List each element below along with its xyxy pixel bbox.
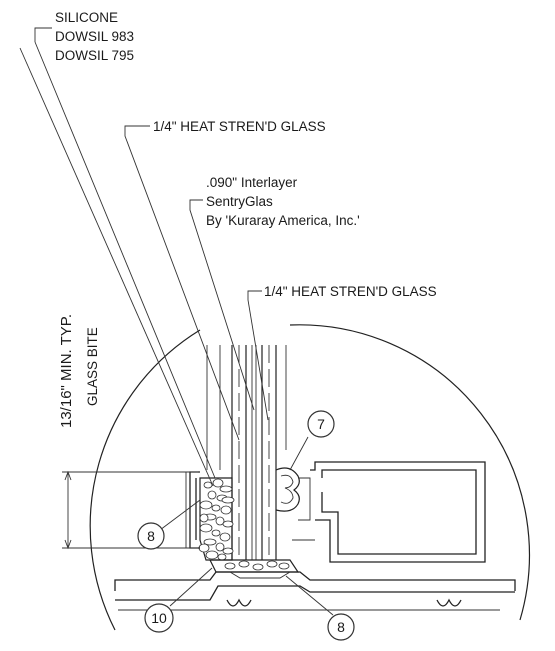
setting-block-pebble (278, 562, 290, 570)
aluminum-frame-right (292, 461, 486, 563)
svg-text:10: 10 (151, 610, 167, 626)
silicone-product-795: DOWSIL 795 (55, 48, 134, 63)
silicone-pebble (211, 504, 221, 512)
aluminum-frame-left (185, 471, 200, 549)
silicone-pebble (222, 547, 234, 555)
silicone-pebble (215, 542, 225, 552)
setting-block-pebble (224, 562, 236, 570)
setting-block-pebble (252, 563, 264, 571)
silicone-pebble (199, 500, 213, 510)
svg-text:8: 8 (337, 619, 345, 635)
silicone-pebble (222, 520, 234, 528)
silicone-product-983: DOWSIL 983 (55, 29, 134, 44)
silicone-pebble (211, 529, 221, 537)
silicone-pebble (203, 538, 217, 546)
tag-10: 10 (144, 603, 174, 633)
interlayer-product: SentryGlas (206, 194, 273, 209)
inner-glass-label: 1/4" HEAT STREN'D GLASS (264, 284, 437, 299)
sill-extrusion (114, 559, 516, 611)
silicone-pebble (199, 523, 213, 533)
laminated-glass-unit (206, 345, 287, 560)
setting-block-pebble (238, 560, 250, 568)
silicone-pebble (220, 505, 232, 515)
detail-boundary-arc-right (289, 324, 531, 621)
tag-8-left: 8 (137, 522, 165, 550)
svg-text:7: 7 (317, 416, 325, 432)
tag-8-bottom: 8 (327, 613, 355, 641)
silicone-pebble (205, 550, 219, 560)
callout-interlayer: .090" Interlayer SentryGlas By 'Kuraray … (206, 175, 360, 228)
silicone-pebble (203, 481, 213, 489)
silicone-pebble (219, 485, 233, 493)
silicone-pebble (212, 478, 224, 488)
silicone-bead (198, 477, 290, 571)
interlayer-thickness: .090" Interlayer (206, 175, 298, 190)
glazing-gasket (275, 467, 300, 512)
outer-glass-label: 1/4" HEAT STREN'D GLASS (153, 119, 326, 134)
interlayer-manufacturer: By 'Kuraray America, Inc.' (206, 213, 360, 228)
silicone-pebble (215, 516, 225, 526)
silicone-pebble (199, 513, 209, 523)
glass-bite-label: GLASS BITE (85, 327, 100, 406)
silicone-pebble (217, 553, 227, 561)
tag-7: 7 (307, 410, 335, 438)
silicone-pebble (198, 543, 210, 553)
silicone-pebble (219, 532, 231, 542)
glass-bite-dimension (62, 470, 198, 550)
silicone-pebble (207, 490, 217, 500)
leader-lines (19, 27, 334, 616)
detail-boundary-arc (89, 329, 201, 631)
svg-text:8: 8 (147, 528, 155, 544)
glass-bite-dimension-value: 13/16" MIN. TYP. (58, 314, 75, 428)
setting-block-pebble (266, 560, 278, 568)
silicone-label: SILICONE (55, 10, 118, 25)
callout-silicone: SILICONE DOWSIL 983 DOWSIL 795 (55, 10, 134, 63)
silicone-pebble (221, 496, 235, 504)
